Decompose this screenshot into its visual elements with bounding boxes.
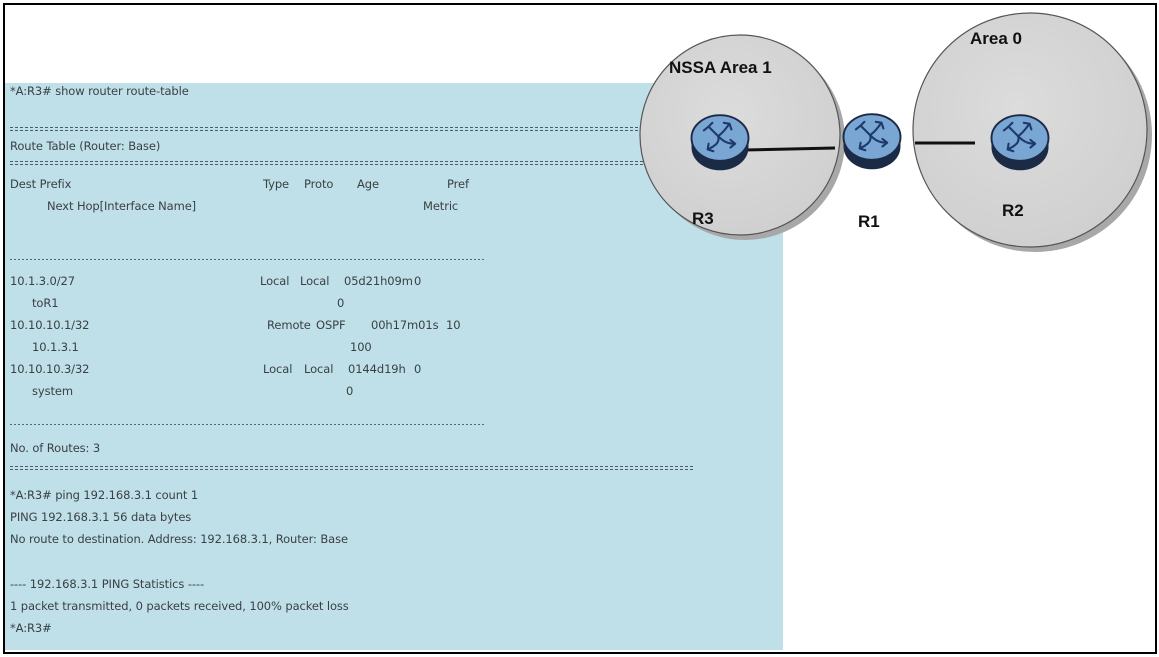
route-age: 05d21h09m: [344, 274, 413, 288]
final-prompt: *A:R3#: [10, 621, 52, 635]
route-pref: 10: [446, 318, 461, 332]
route-age: 0144d19h: [348, 362, 406, 376]
route-age: 00h17m01s: [371, 318, 439, 332]
route-prefix: 10.10.10.1/32: [10, 318, 90, 332]
header-next-hop: Next Hop[Interface Name]: [47, 199, 197, 213]
route-type: Local: [260, 274, 290, 288]
command-show-route-table: *A:R3# show router route-table: [10, 84, 189, 98]
dashed-rule: [10, 259, 485, 260]
double-rule: [10, 127, 670, 131]
route-table-title: Route Table (Router: Base): [10, 139, 161, 153]
route-prefix: 10.1.3.0/27: [10, 274, 75, 288]
ping-header: PING 192.168.3.1 56 data bytes: [10, 510, 192, 524]
route-metric: 0: [337, 296, 345, 310]
ping-stats-title: ---- 192.168.3.1 PING Statistics ----: [10, 577, 205, 591]
command-ping: *A:R3# ping 192.168.3.1 count 1: [10, 488, 199, 502]
header-age: Age: [357, 177, 379, 191]
link-r3-r1: [744, 146, 836, 152]
route-pref: 0: [414, 362, 422, 376]
area-label-nssa-1: NSSA Area 1: [669, 58, 772, 77]
header-metric: Metric: [423, 199, 459, 213]
route-type: Local: [263, 362, 293, 376]
ping-stats: 1 packet transmitted, 0 packets received…: [10, 599, 349, 613]
router-r1-icon: [842, 113, 902, 171]
router-label-r3: R3: [692, 209, 714, 228]
route-metric: 0: [346, 384, 354, 398]
route-pref: 0: [414, 274, 422, 288]
router-r2-icon: [990, 114, 1050, 172]
route-proto: Local: [304, 362, 334, 376]
route-prefix: 10.10.10.3/32: [10, 362, 90, 376]
route-next-hop: system: [32, 384, 73, 398]
route-metric: 100: [350, 340, 372, 354]
route-type: Remote: [267, 318, 311, 332]
route-next-hop: 10.1.3.1: [32, 340, 79, 354]
header-dest-prefix: Dest Prefix: [10, 177, 72, 191]
ping-error: No route to destination. Address: 192.16…: [10, 532, 348, 546]
router-label-r1: R1: [858, 212, 880, 231]
route-next-hop: toR1: [32, 296, 59, 310]
double-rule: [10, 161, 670, 165]
route-count: No. of Routes: 3: [10, 441, 101, 455]
dashed-rule: [10, 424, 485, 425]
router-label-r2: R2: [1002, 201, 1024, 220]
route-proto: Local: [300, 274, 330, 288]
route-proto: OSPF: [316, 318, 346, 332]
header-pref: Pref: [447, 177, 469, 191]
header-proto: Proto: [304, 177, 334, 191]
double-rule: [10, 466, 693, 470]
area-label-area-0: Area 0: [970, 29, 1022, 48]
header-type: Type: [263, 177, 290, 191]
router-r3-icon: [690, 114, 750, 172]
